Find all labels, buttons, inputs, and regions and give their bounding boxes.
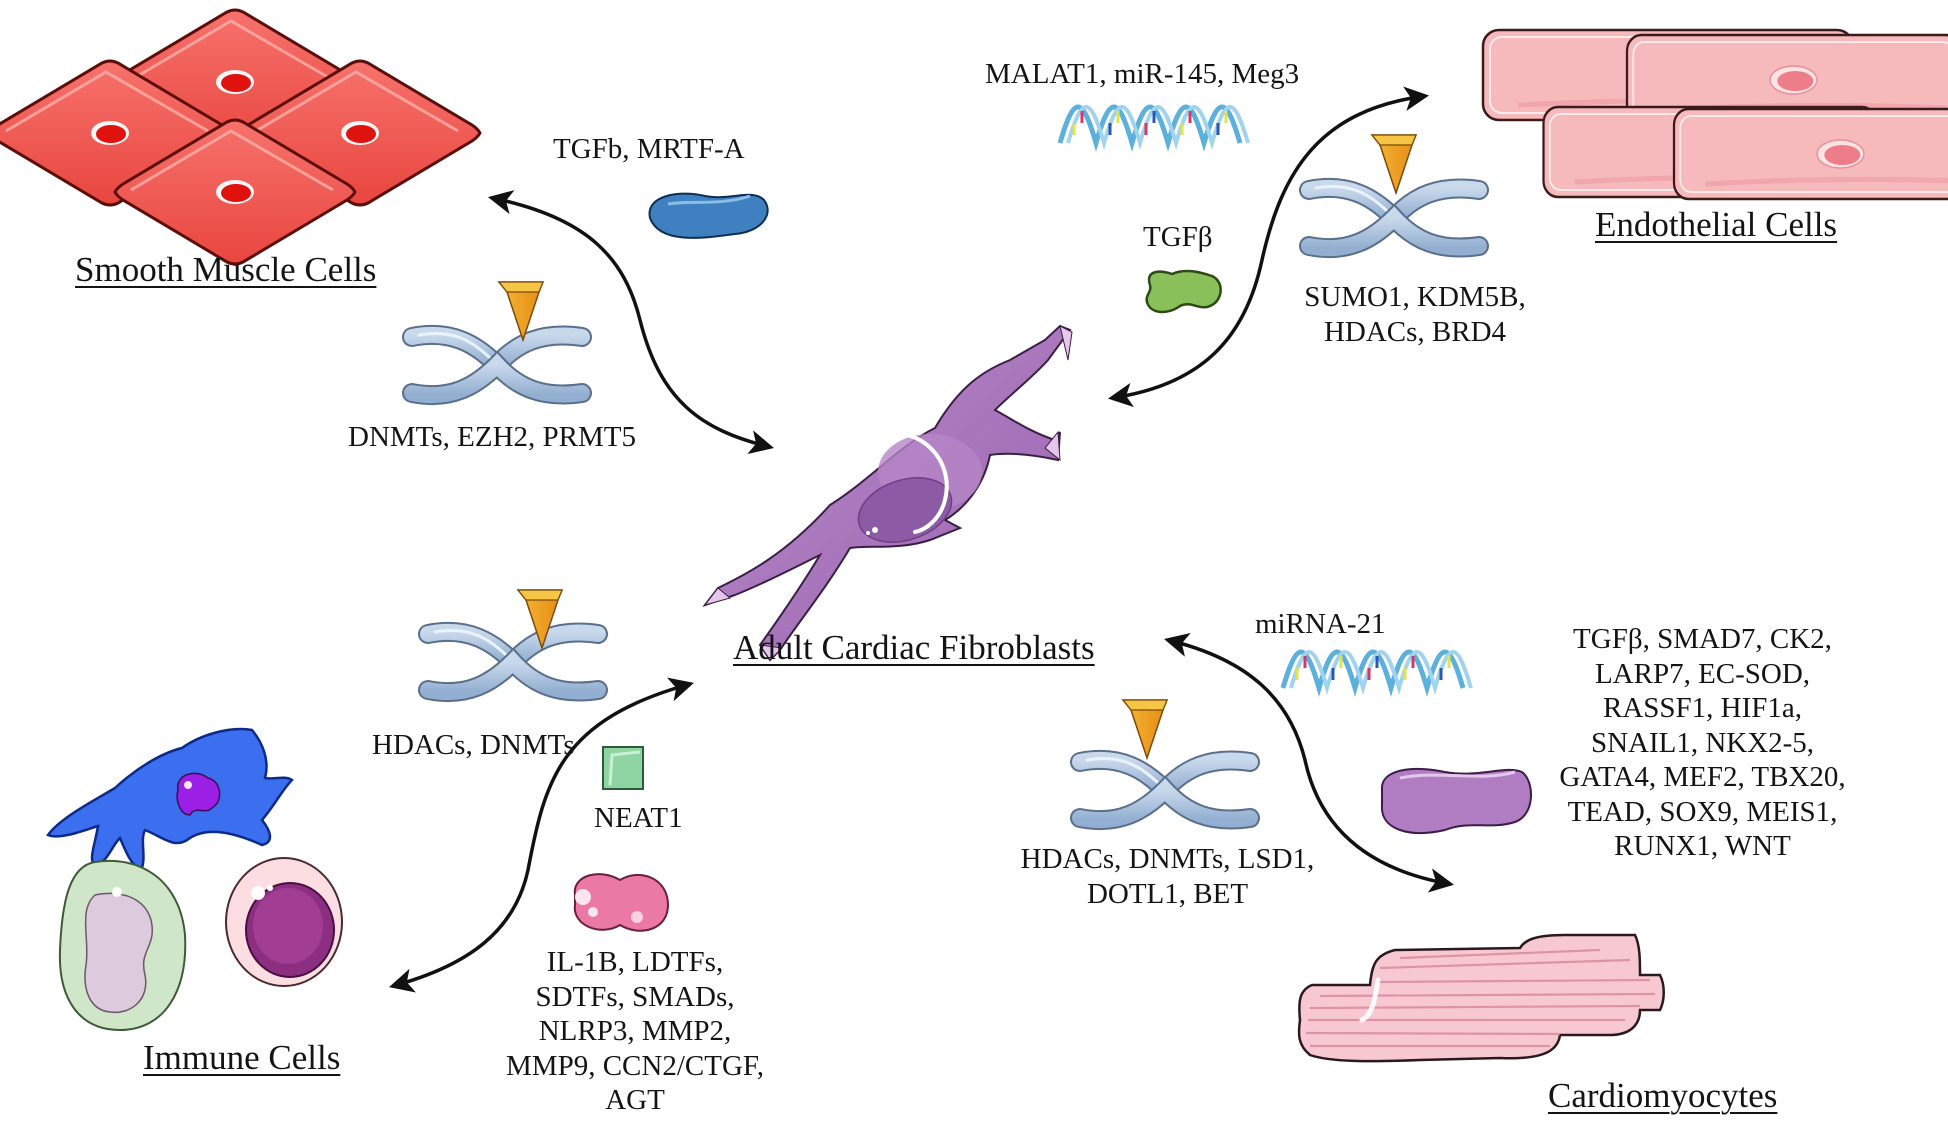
protein-blob-pink-icon — [573, 873, 670, 932]
chromosome-icon — [412, 333, 582, 395]
factor-label-line: RASSF1, HIF1a, — [1602, 692, 1803, 724]
cell-type-label-smooth-muscle: Smooth Muscle Cells — [75, 250, 377, 289]
chromosome-icon — [428, 630, 598, 692]
epigenetic-label-line: DOTL1, BET — [1086, 877, 1249, 910]
factor-label-block: TGFβ, SMAD7, CK2, LARP7, EC-SOD, RASSF1,… — [1545, 622, 1860, 864]
protein-blob-green-icon — [1145, 269, 1222, 314]
factor-label-line: GATA4, MEF2, TBX20, — [1559, 761, 1846, 793]
chromosome-icon — [1080, 758, 1250, 820]
rna-label: MALAT1, miR-145, Meg3 — [985, 58, 1300, 90]
protein-blob-blue-icon — [648, 192, 769, 239]
factor-label-line: SNAIL1, NKX2-5, — [1590, 726, 1815, 759]
lncrna-square-green-icon — [602, 746, 644, 790]
smooth-muscle-cells-icon — [0, 8, 482, 266]
chromosome-icon — [1309, 186, 1479, 248]
factor-label-line: RUNX1, WNT — [1614, 830, 1791, 862]
epigenetic-label-line: HDACs, DNMTs, LSD1, — [1020, 843, 1315, 875]
chromatin-marker-wedge-icon — [1122, 699, 1168, 759]
factor-label-line: SDTFs, SMADs, — [535, 980, 735, 1013]
transition-arrow-endothelial — [1107, 86, 1430, 408]
rna-helix-icon — [1060, 107, 1248, 143]
factor-label-line: LARP7, EC-SOD, — [1594, 657, 1811, 690]
cell-type-label-cardiomyocytes: Cardiomyocytes — [1548, 1076, 1778, 1115]
factor-label-line: TEAD, SOX9, MEIS1, — [1567, 795, 1838, 828]
epigenetic-label: DNMTs, EZH2, PRMT5 — [348, 421, 636, 453]
factor-label-line: AGT — [605, 1084, 665, 1116]
factor-label-line: TGFβ, SMAD7, CK2, — [1573, 623, 1832, 655]
epigenetic-label-block: HDACs, DNMTs, LSD1, DOTL1, BET — [1010, 842, 1325, 911]
chromatin-marker-wedge-icon — [1371, 134, 1417, 194]
cell-type-label-endothelial: Endothelial Cells — [1595, 205, 1838, 244]
rna-helix-icon — [1283, 652, 1471, 688]
factor-label-line: MMP9, CCN2/CTGF, — [506, 1049, 764, 1082]
cardiomyocyte-icon — [1297, 933, 1665, 1063]
rna-label: miRNA-21 — [1255, 608, 1386, 640]
fibroblast-cell-icon — [702, 324, 1073, 662]
epigenetic-label-line: HDACs, BRD4 — [1323, 315, 1507, 348]
immune-cells-icon — [46, 727, 343, 1032]
epigenetic-label: HDACs, DNMTs — [372, 729, 575, 761]
cell-type-label-immune: Immune Cells — [143, 1038, 341, 1077]
center-label-fibroblasts: Adult Cardiac Fibroblasts — [733, 628, 1095, 667]
transition-arrow-immune — [389, 677, 694, 993]
factor-label-line: NLRP3, MMP2, — [538, 1015, 732, 1047]
transition-arrow-smooth-muscle — [487, 190, 774, 455]
epigenetic-label-block: SUMO1, KDM5B, HDACs, BRD4 — [1300, 280, 1530, 349]
rna-label: NEAT1 — [594, 802, 683, 834]
endothelial-cells-icon — [1483, 30, 1948, 199]
transition-arrow-cardiomyocytes — [1164, 632, 1455, 893]
factor-label: TGFb, MRTF-A — [553, 133, 745, 165]
factor-label-block: IL-1B, LDTFs, SDTFs, SMADs, NLRP3, MMP2,… — [495, 945, 775, 1118]
epigenetic-label-line: SUMO1, KDM5B, — [1304, 281, 1526, 313]
protein-blob-purple-icon — [1380, 768, 1533, 834]
factor-label: TGFβ — [1143, 221, 1213, 253]
factor-label-line: IL-1B, LDTFs, — [546, 946, 724, 978]
